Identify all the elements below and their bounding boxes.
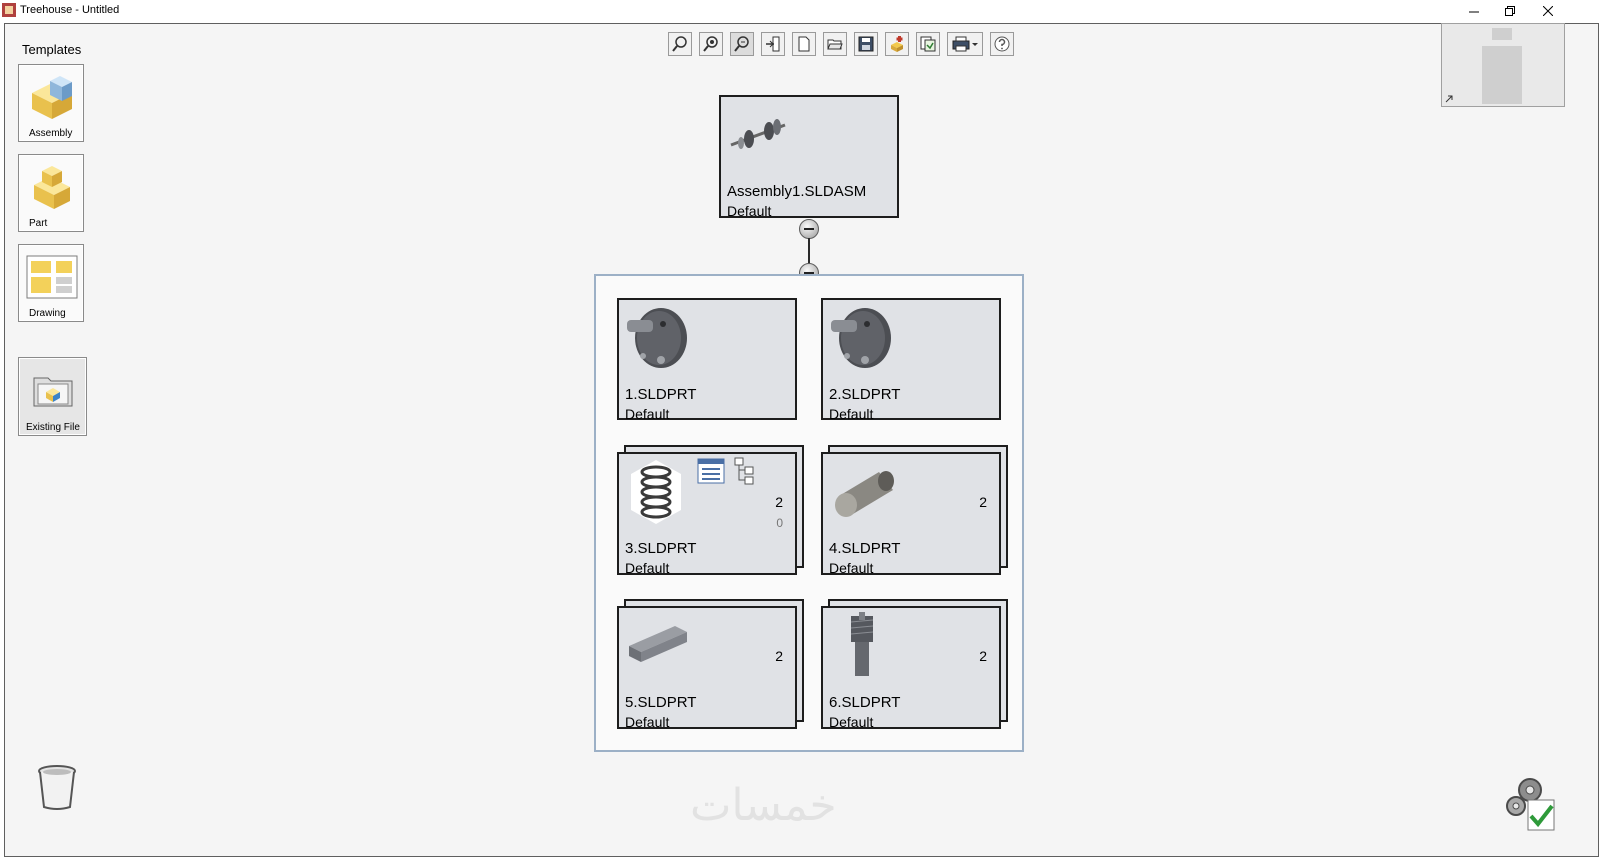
title-bar: Treehouse - Untitled: [0, 0, 1600, 22]
template-existing-file[interactable]: Existing File: [18, 357, 87, 436]
part-2-thumbnail: [831, 308, 891, 368]
assembly-node[interactable]: Assembly1.SLDASM Default: [719, 95, 899, 219]
save-button[interactable]: [854, 32, 878, 56]
trash-icon[interactable]: [36, 763, 78, 811]
part-node-1[interactable]: 1.SLDPRT Default: [617, 298, 797, 422]
collapse-assembly-button[interactable]: [799, 219, 819, 239]
zoom-select-icon: [734, 36, 749, 52]
zoom-in-button[interactable]: [668, 32, 692, 56]
part-6-config: Default: [829, 714, 874, 730]
settings-gears-icon[interactable]: [1504, 774, 1558, 832]
minimize-button[interactable]: [1456, 0, 1492, 22]
template-drawing[interactable]: Drawing: [18, 244, 84, 322]
tree-connector: [808, 238, 810, 268]
template-assembly-label: Assembly: [29, 128, 73, 139]
assembly-config: Default: [727, 203, 772, 219]
part-6-name: 6.SLDPRT: [829, 694, 901, 711]
zoom-in-icon: [672, 36, 687, 52]
help-icon: [994, 36, 1010, 52]
generate-button[interactable]: [885, 32, 909, 56]
add-reference-button[interactable]: [761, 32, 785, 56]
part-3-quantity: 2: [775, 494, 783, 510]
part-1-name: 1.SLDPRT: [625, 386, 697, 403]
part-5-name: 5.SLDPRT: [625, 694, 697, 711]
template-existing-file-label: Existing File: [26, 422, 80, 433]
window-title: Treehouse - Untitled: [20, 4, 120, 16]
export-icon: [920, 36, 936, 52]
insert-icon: [766, 36, 780, 52]
part-node-4[interactable]: 2 4.SLDPRT Default: [821, 452, 1001, 576]
drawing-icon: [26, 255, 78, 299]
tree-structure-icon: [734, 457, 754, 485]
part-3-secondary-count: 0: [776, 516, 783, 530]
export-button[interactable]: [916, 32, 940, 56]
generate-parts-icon: [891, 36, 903, 52]
spring-thumbnail: [631, 460, 681, 524]
minimize-icon: [1469, 11, 1479, 13]
zoom-to-fit-button[interactable]: [699, 32, 723, 56]
print-icon: [952, 36, 978, 52]
restore-button[interactable]: [1492, 0, 1528, 22]
part-node-6[interactable]: 2 6.SLDPRT Default: [821, 606, 1001, 730]
save-icon: [858, 36, 874, 52]
treehouse-app-icon: [2, 3, 16, 17]
part-1-thumbnail: [627, 308, 687, 368]
close-icon: [1543, 6, 1553, 16]
part-4-quantity: 2: [979, 494, 987, 510]
part-node-5[interactable]: 2 5.SLDPRT Default: [617, 606, 797, 730]
new-document-icon: [798, 36, 810, 52]
open-button[interactable]: [823, 32, 847, 56]
zoom-fit-icon: [703, 36, 718, 52]
part-5-quantity: 2: [775, 648, 783, 664]
assembly-icon: [32, 76, 72, 119]
print-button[interactable]: [947, 32, 983, 56]
part-node-3[interactable]: 2 0 3.SLDPRT Default: [617, 452, 797, 576]
restore-icon: [1505, 6, 1515, 16]
close-button[interactable]: [1530, 0, 1566, 22]
part-2-name: 2.SLDPRT: [829, 386, 901, 403]
part-6-quantity: 2: [979, 648, 987, 664]
overview-thumbnail: [1445, 28, 1522, 104]
part-4-name: 4.SLDPRT: [829, 540, 901, 557]
part-node-2[interactable]: 2.SLDPRT Default: [821, 298, 1001, 422]
pan-zoom-button[interactable]: [730, 32, 754, 56]
template-part-label: Part: [29, 218, 48, 229]
watermark-text: خمسات: [690, 780, 837, 831]
open-folder-icon: [827, 39, 843, 50]
template-part[interactable]: Part: [18, 154, 84, 232]
assembly-name: Assembly1.SLDASM: [727, 183, 867, 200]
part-2-config: Default: [829, 406, 874, 422]
existing-file-icon: [33, 377, 73, 407]
overview-preview[interactable]: [1441, 23, 1565, 107]
help-button[interactable]: [990, 32, 1014, 56]
part-4-config: Default: [829, 560, 874, 576]
part-icon: [34, 166, 70, 209]
part-1-config: Default: [625, 406, 670, 422]
key-bar-thumbnail: [629, 626, 687, 662]
template-assembly[interactable]: Assembly: [18, 64, 84, 142]
part-3-name: 3.SLDPRT: [625, 540, 697, 557]
templates-heading: Templates: [22, 42, 82, 57]
bolt-thumbnail: [850, 612, 874, 676]
assembly-thumbnail: [730, 119, 786, 149]
part-5-config: Default: [625, 714, 670, 730]
cylinder-thumbnail: [835, 471, 894, 517]
new-button[interactable]: [792, 32, 816, 56]
template-drawing-label: Drawing: [29, 308, 66, 319]
properties-list-icon: [697, 458, 725, 484]
part-3-config: Default: [625, 560, 670, 576]
